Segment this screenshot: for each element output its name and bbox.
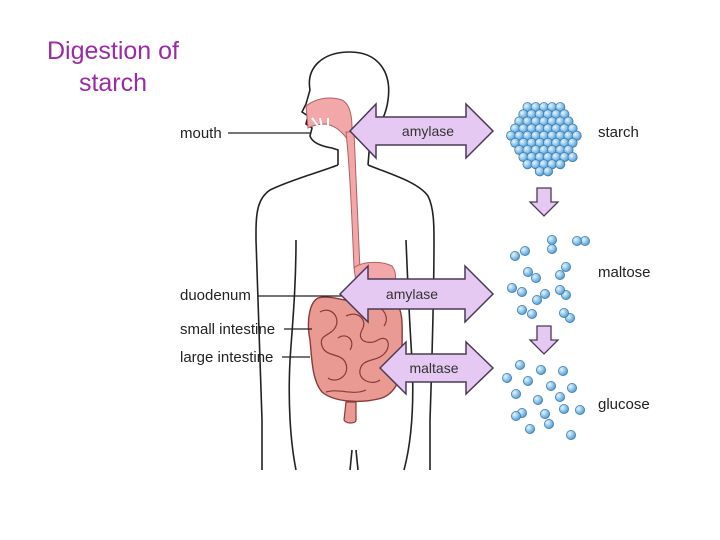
down-arrow-starch-to-maltose [528, 187, 560, 217]
glucose-unit [510, 388, 521, 399]
label-leader-lines [228, 132, 352, 358]
maltose-unit [517, 286, 528, 297]
enzyme-arrow-amylase-duodenum: amylase [338, 264, 495, 324]
glucose-unit [558, 365, 569, 376]
maltose-unit [509, 250, 520, 261]
label-starch: starch [598, 124, 639, 141]
page-title: Digestion of starch [18, 35, 208, 99]
maltose-unit [547, 243, 558, 254]
starch-unit [543, 166, 554, 177]
label-mouth: mouth [180, 125, 222, 142]
glucose-unit [555, 391, 566, 402]
glucose-unit [546, 380, 557, 391]
enzyme-arrow-amylase-mouth: amylase [348, 102, 495, 160]
glucose-unit [510, 410, 521, 421]
glucose-unit [575, 404, 586, 415]
maltose-unit [527, 308, 538, 319]
maltose-unit [532, 294, 543, 305]
maltose-unit [561, 261, 572, 272]
glucose-unit [540, 408, 551, 419]
maltose-unit [572, 235, 583, 246]
maltose-unit [547, 234, 558, 245]
maltose-unit [555, 284, 566, 295]
enzyme-arrow-maltase: maltase [378, 340, 495, 396]
starch-unit [555, 159, 566, 170]
maltose-unit [506, 282, 517, 293]
maltose-unit [531, 272, 542, 283]
down-arrow-maltose-to-glucose [528, 325, 560, 355]
glucose-unit [525, 423, 536, 434]
label-maltose: maltose [598, 264, 651, 281]
glucose-unit [559, 403, 570, 414]
maltose-unit [520, 245, 531, 256]
label-large-intestine: large intestine [180, 349, 273, 366]
maltose-unit [540, 288, 551, 299]
mouth-cavity [305, 97, 353, 142]
maltose-unit [555, 269, 566, 280]
glucose-unit [515, 359, 526, 370]
glucose-molecule-icon [501, 359, 586, 440]
title-line-1: Digestion of [46, 37, 180, 65]
glucose-unit [523, 375, 534, 386]
label-duodenum: duodenum [180, 287, 251, 304]
starch-unit [567, 152, 578, 163]
title-line-2: starch [78, 69, 148, 97]
intestines [307, 296, 404, 424]
maltose-unit [523, 266, 534, 277]
glucose-unit [533, 394, 544, 405]
maltose-unit [517, 304, 528, 315]
enzyme-label-amylase-1: amylase [402, 123, 454, 139]
glucose-unit [536, 364, 547, 375]
starch-molecule-icon [506, 102, 582, 177]
glucose-unit [567, 382, 578, 393]
enzyme-label-amylase-2: amylase [386, 286, 438, 302]
label-small-intestine: small intestine [180, 321, 275, 338]
glucose-unit [501, 372, 512, 383]
label-glucose: glucose [598, 396, 650, 413]
enzyme-label-maltase: maltase [409, 360, 458, 376]
glucose-unit [544, 418, 555, 429]
maltose-unit [559, 307, 570, 318]
maltose-molecule-icon [506, 234, 591, 323]
glucose-unit [566, 429, 577, 440]
esophagus [345, 131, 361, 271]
